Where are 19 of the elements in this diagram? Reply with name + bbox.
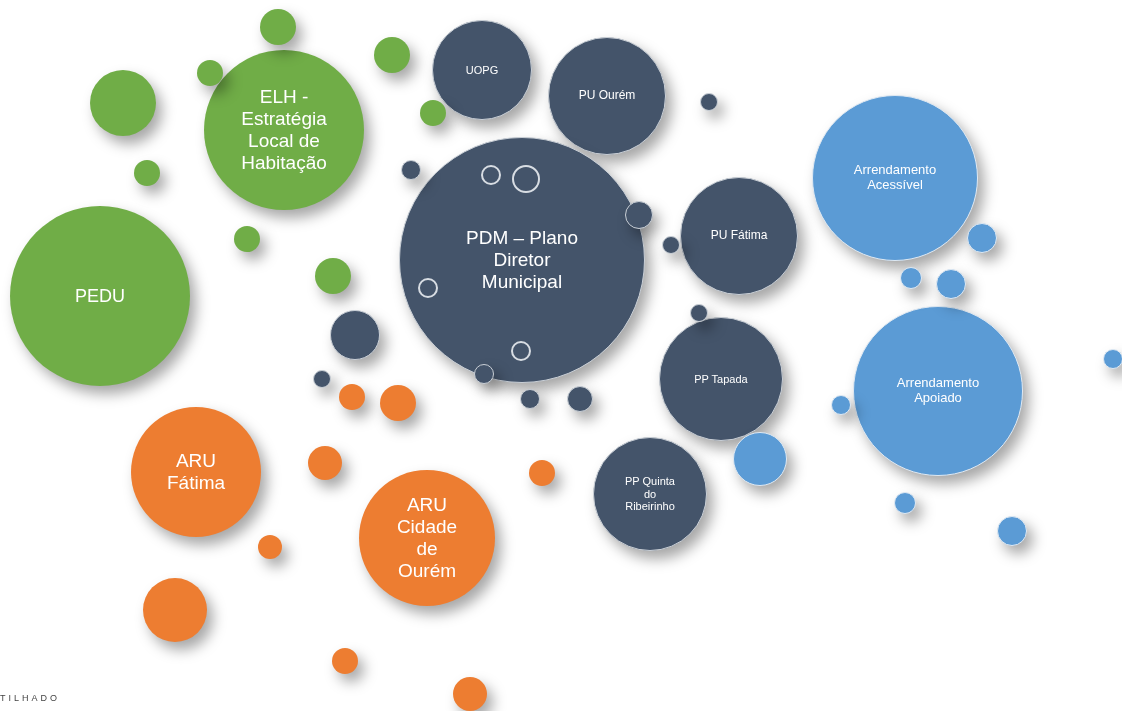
bubble: [812, 95, 978, 261]
bubble: [399, 137, 645, 383]
bubble: [593, 437, 707, 551]
bubble: [432, 20, 532, 120]
bubble-label: ARU Cidade de Ourém: [395, 494, 459, 582]
bubble-label: UOPG: [464, 63, 500, 77]
bubble-label: PU Ourém: [577, 89, 637, 103]
footer-text: TILHADO: [0, 692, 60, 705]
bubble-label: PEDU: [74, 285, 126, 307]
bubble-label: Arrendamento Apoiado: [895, 376, 981, 406]
bubble: [548, 37, 666, 155]
bubble-label: PDM – Plano Diretor Municipal: [465, 227, 579, 293]
bubble-label: Arrendamento Acessível: [852, 163, 938, 193]
bubble-label: PP Tapada: [693, 372, 749, 386]
bubble-label: ELH - Estratégia Local de Habitação: [240, 86, 328, 174]
bubble: [204, 50, 364, 210]
bubble-label: ARU Fátima: [165, 450, 227, 494]
bubble-label: PP Quinta do Ribeirinho: [624, 475, 676, 513]
bubble-label: PU Fátima: [709, 229, 769, 243]
